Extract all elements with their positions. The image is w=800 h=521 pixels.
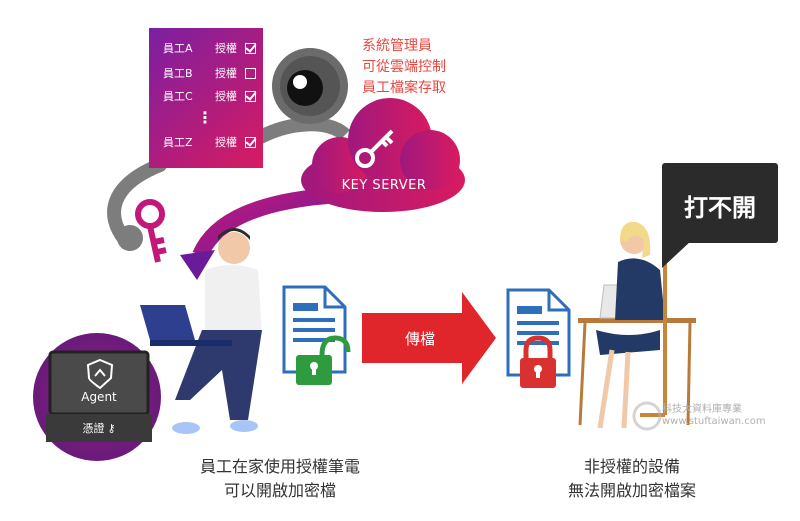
cloud-key-icon [355,129,394,168]
watermark-url: www.stuftaiwan.com [662,416,766,427]
auth-row-a: 員工A 授權 [163,38,273,58]
employee-label: 員工A [163,42,193,55]
magenta-key-icon [135,199,167,263]
admin-note-line: 可從雲端控制 [362,59,446,75]
locked-lock-icon [520,335,556,388]
transfer-arrow [362,292,496,384]
auth-label: 授權 [215,42,237,55]
checked-box-icon [245,42,256,54]
transfer-label: 傳檔 [405,330,436,348]
denied-label: 打不開 [684,194,756,222]
left-person-illustration [140,228,262,434]
camera-eye-icon [272,48,348,124]
left-caption: 員工在家使用授權筆電 可以開啟加密檔 [150,455,410,503]
admin-note-line: 員工檔案存取 [362,80,446,96]
key-server-cloud [301,98,465,212]
shield-icon [86,358,114,390]
authorization-list-panel: 員工A 授權 員工B 授權 員工C 授權 ⋮ 員工Z 授權 [149,28,263,168]
auth-label: 授權 [215,67,237,80]
left-document-icon [282,285,347,374]
checked-box-icon [245,90,256,102]
employee-label: 員工C [163,90,193,103]
admin-note: 系統管理員 可從雲端控制 員工檔案存取 [362,36,446,99]
purple-arrow [192,187,341,259]
admin-note-line: 系統管理員 [362,38,432,54]
certificate-label: 憑證⚷ [82,422,116,435]
grey-arrow-top [251,117,350,147]
right-caption-line2: 無法開啟加密檔案 [567,481,696,500]
key-server-label: KEY SERVER [341,178,427,193]
unchecked-box-icon [245,67,256,79]
left-caption-line1: 員工在家使用授權筆電 [199,457,360,476]
unlocked-lock-icon [296,335,351,385]
agent-label: Agent [81,390,117,404]
auth-label: 授權 [215,90,237,103]
auth-row-z: 員工Z 授權 [163,132,273,152]
auth-label: 授權 [215,136,237,149]
right-caption-line1: 非授權的設備 [583,457,680,476]
right-caption: 非授權的設備 無法開啟加密檔案 [512,455,752,503]
right-woman-illustration [578,221,696,429]
left-caption-line2: 可以開啟加密檔 [223,481,336,500]
cert-key-icon: ⚷ [107,422,116,435]
list-ellipsis: ⋮ [197,108,213,127]
employee-label: 員工Z [163,136,193,149]
watermark-name: 科技大資料庫專業 [662,404,742,415]
watermark-logo [632,401,662,431]
auth-row-b: 員工B 授權 [163,63,273,83]
auth-row-c: 員工C 授權 [163,86,273,106]
right-document-icon [506,288,571,377]
checked-box-icon [245,136,256,148]
speech-bubble [662,163,778,268]
employee-label: 員工B [163,67,193,80]
watermark-text: 科技大資料庫專業 www.stuftaiwan.com [662,404,766,428]
